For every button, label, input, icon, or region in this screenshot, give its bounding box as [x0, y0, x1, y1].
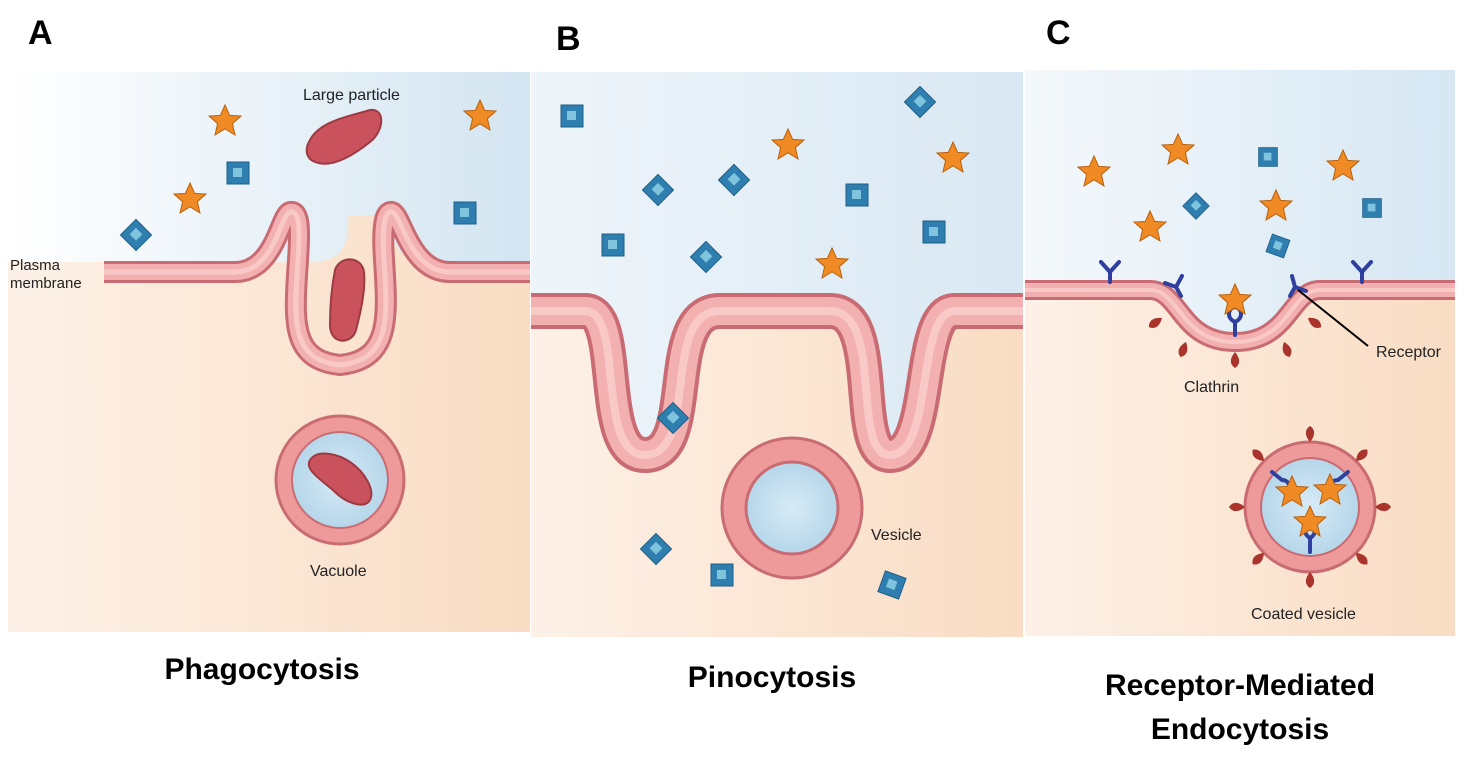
- large-particle: [305, 108, 383, 165]
- panel-c-receptor-mediated: Receptor Clathrin Coated vesicle: [1025, 70, 1455, 636]
- square-molecule: [601, 233, 625, 257]
- caption-pinocytosis: Pinocytosis: [687, 661, 857, 694]
- label-membrane: membrane: [10, 275, 82, 292]
- caption-receptor-mediated-line1: Receptor-Mediated: [1104, 669, 1376, 702]
- label-vacuole: Vacuole: [310, 563, 367, 580]
- panel-c-extracellular: [1025, 70, 1455, 345]
- square-molecule: [560, 104, 584, 128]
- square-molecule: [1362, 198, 1382, 218]
- label-clathrin: Clathrin: [1184, 379, 1239, 396]
- plasma-membrane-a-core: [104, 209, 530, 368]
- receptor-pointer: [1297, 289, 1369, 347]
- receptor-icon: [1099, 260, 1121, 284]
- square-molecule: [710, 563, 734, 587]
- label-receptor: Receptor: [1376, 344, 1442, 361]
- square-molecule: [453, 201, 477, 225]
- panel-letter-c: C: [1046, 14, 1071, 52]
- panel-letter-b: B: [556, 20, 581, 58]
- panel-a-phagocytosis: Large particle Plasma membrane Vacuole: [8, 72, 530, 632]
- square-molecule: [1258, 147, 1278, 167]
- square-molecule: [922, 220, 946, 244]
- plasma-membrane-b-core: [531, 307, 1023, 460]
- receptors: [1099, 260, 1373, 337]
- label-coated-vesicle: Coated vesicle: [1251, 606, 1356, 623]
- caption-phagocytosis: Phagocytosis: [164, 653, 360, 686]
- plasma-membrane-c-core: [1025, 288, 1455, 345]
- panel-b-extracellular: [531, 72, 1023, 450]
- square-molecule: [845, 183, 869, 207]
- engulfed-particle: [328, 258, 366, 342]
- receptor-icon: [1163, 274, 1184, 298]
- square-molecule: [226, 161, 250, 185]
- vacuole-particle: [307, 452, 373, 506]
- label-vesicle: Vesicle: [871, 527, 922, 544]
- panel-b-pinocytosis: Vesicle: [531, 72, 1023, 637]
- receptor-icon: [1288, 274, 1308, 298]
- label-large-particle: Large particle: [303, 87, 400, 104]
- vesicle-lumen: [744, 460, 840, 556]
- caption-receptor-mediated-line2: Endocytosis: [1150, 713, 1330, 746]
- receptor-icon: [1351, 260, 1373, 284]
- panel-letter-a: A: [28, 14, 53, 52]
- label-plasma: Plasma: [10, 257, 61, 274]
